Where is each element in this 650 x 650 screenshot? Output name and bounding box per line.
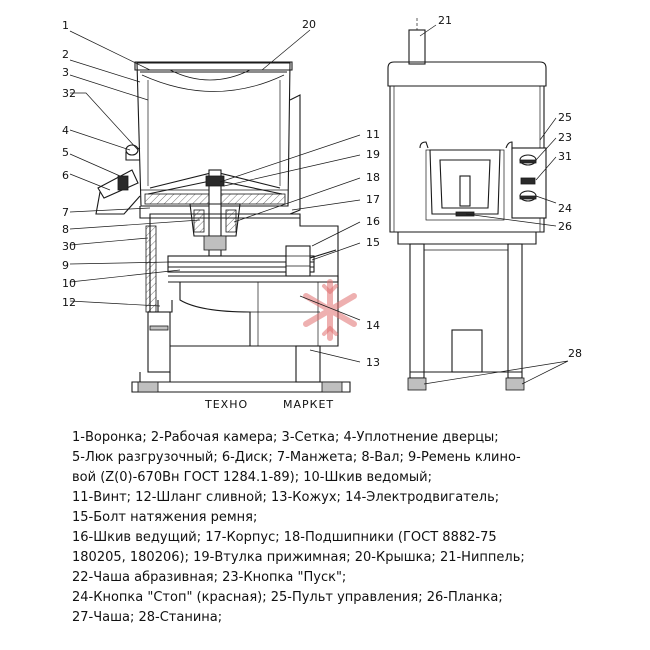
callout: 7	[62, 206, 69, 219]
snowflake-icon	[303, 279, 357, 341]
callout: 11	[366, 128, 380, 141]
legend-line: 11-Винт; 12-Шланг сливной; 13-Кожух; 14-…	[72, 490, 500, 505]
legend-line: 22-Чаша абразивная; 23-Кнопка "Пуск";	[72, 570, 347, 585]
legend-line: 15-Болт натяжения ремня;	[72, 510, 258, 525]
callout: 14	[366, 319, 380, 332]
legend-line: 24-Кнопка "Стоп" (красная); 25-Пульт упр…	[72, 590, 503, 605]
callout: 24	[558, 202, 572, 215]
callout: 4	[62, 124, 69, 137]
callout: 3	[62, 66, 69, 79]
callout: 25	[558, 111, 572, 124]
callout: 23	[558, 131, 572, 144]
callout: 5	[62, 146, 69, 159]
callout: 12	[62, 296, 76, 309]
callout: 31	[558, 150, 572, 163]
callout: 2	[62, 48, 69, 61]
callout: 13	[366, 356, 380, 369]
callout: 1	[62, 19, 69, 32]
callout: 28	[568, 347, 582, 360]
watermark-part1: ТЕХНО	[204, 398, 248, 411]
callout: 19	[366, 148, 380, 161]
callout: 15	[366, 236, 380, 249]
legend-line: 180205, 180206); 19-Втулка прижимная; 20…	[72, 550, 525, 565]
callout: 16	[366, 215, 380, 228]
callout: 10	[62, 277, 76, 290]
callout: 21	[438, 14, 452, 27]
callout: 20	[302, 18, 316, 31]
legend-line: 16-Шкив ведущий; 17-Корпус; 18-Подшипник…	[72, 530, 497, 545]
watermark: ТЕХНО МАРКЕТ	[204, 279, 357, 411]
legend-line: 5-Люк разгрузочный; 6-Диск; 7-Манжета; 8…	[72, 450, 521, 465]
callout: 26	[558, 220, 572, 233]
callout: 30	[62, 240, 76, 253]
callout: 17	[366, 193, 380, 206]
legend-line: 1-Воронка; 2-Рабочая камера; 3-Сетка; 4-…	[72, 430, 499, 445]
watermark-part2: МАРКЕТ	[283, 398, 334, 411]
section-view	[95, 61, 351, 393]
legend-line: вой (Z(0)-670Вн ГОСТ 1284.1-89); 10-Шкив…	[72, 470, 432, 485]
callout: 18	[366, 171, 380, 184]
callout: 9	[62, 259, 69, 272]
callout: 6	[62, 169, 69, 182]
legend-line: 27-Чаша; 28-Станина;	[72, 610, 223, 625]
front-view	[387, 18, 547, 391]
callout: 8	[62, 223, 69, 236]
callout-labels: 1 2 3 32 4 5 6 7 8 30 9 10 12 20 11 19 1…	[62, 14, 582, 369]
leader-lines	[69, 24, 569, 385]
callout: 32	[62, 87, 76, 100]
machine-drawing: ТЕХНО МАРКЕТ 1 2 3	[62, 14, 582, 411]
parts-legend: 1-Воронка; 2-Рабочая камера; 3-Сетка; 4-…	[72, 428, 572, 628]
